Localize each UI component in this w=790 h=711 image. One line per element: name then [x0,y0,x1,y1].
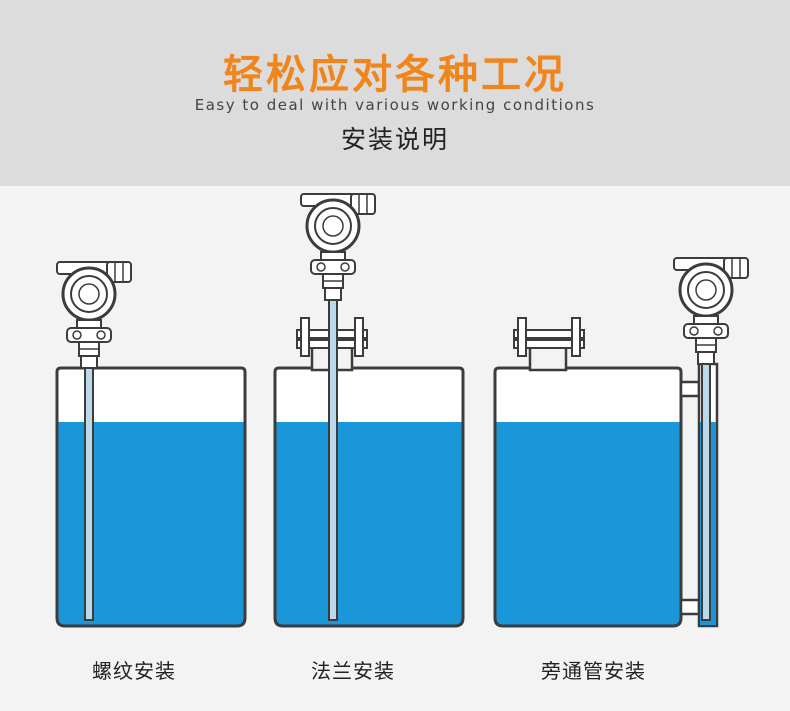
caption-bypass: 旁通管安装 [541,659,646,683]
pressure-transmitter [55,260,133,370]
installation-diagram [55,192,750,628]
caption-threaded: 螺纹安装 [92,659,176,683]
tank-bypass [493,256,750,628]
section-title: 安装说明 [340,125,449,154]
page-subtitle: Easy to deal with various working condit… [194,96,596,114]
pressure-transmitter [299,192,377,302]
liquid-flange [276,422,462,625]
tank-flange [273,192,465,628]
probe-rod [701,363,711,621]
pressure-transmitter [672,256,750,366]
liquid-threaded [58,422,244,625]
probe-rod [328,299,338,621]
page-title: 轻松应对各种工况 [223,52,567,98]
tank-threaded [55,260,247,628]
liquid-bypass [496,422,680,625]
probe-rod [84,367,94,621]
header-band [0,0,790,186]
caption-flange: 法兰安装 [311,659,395,683]
